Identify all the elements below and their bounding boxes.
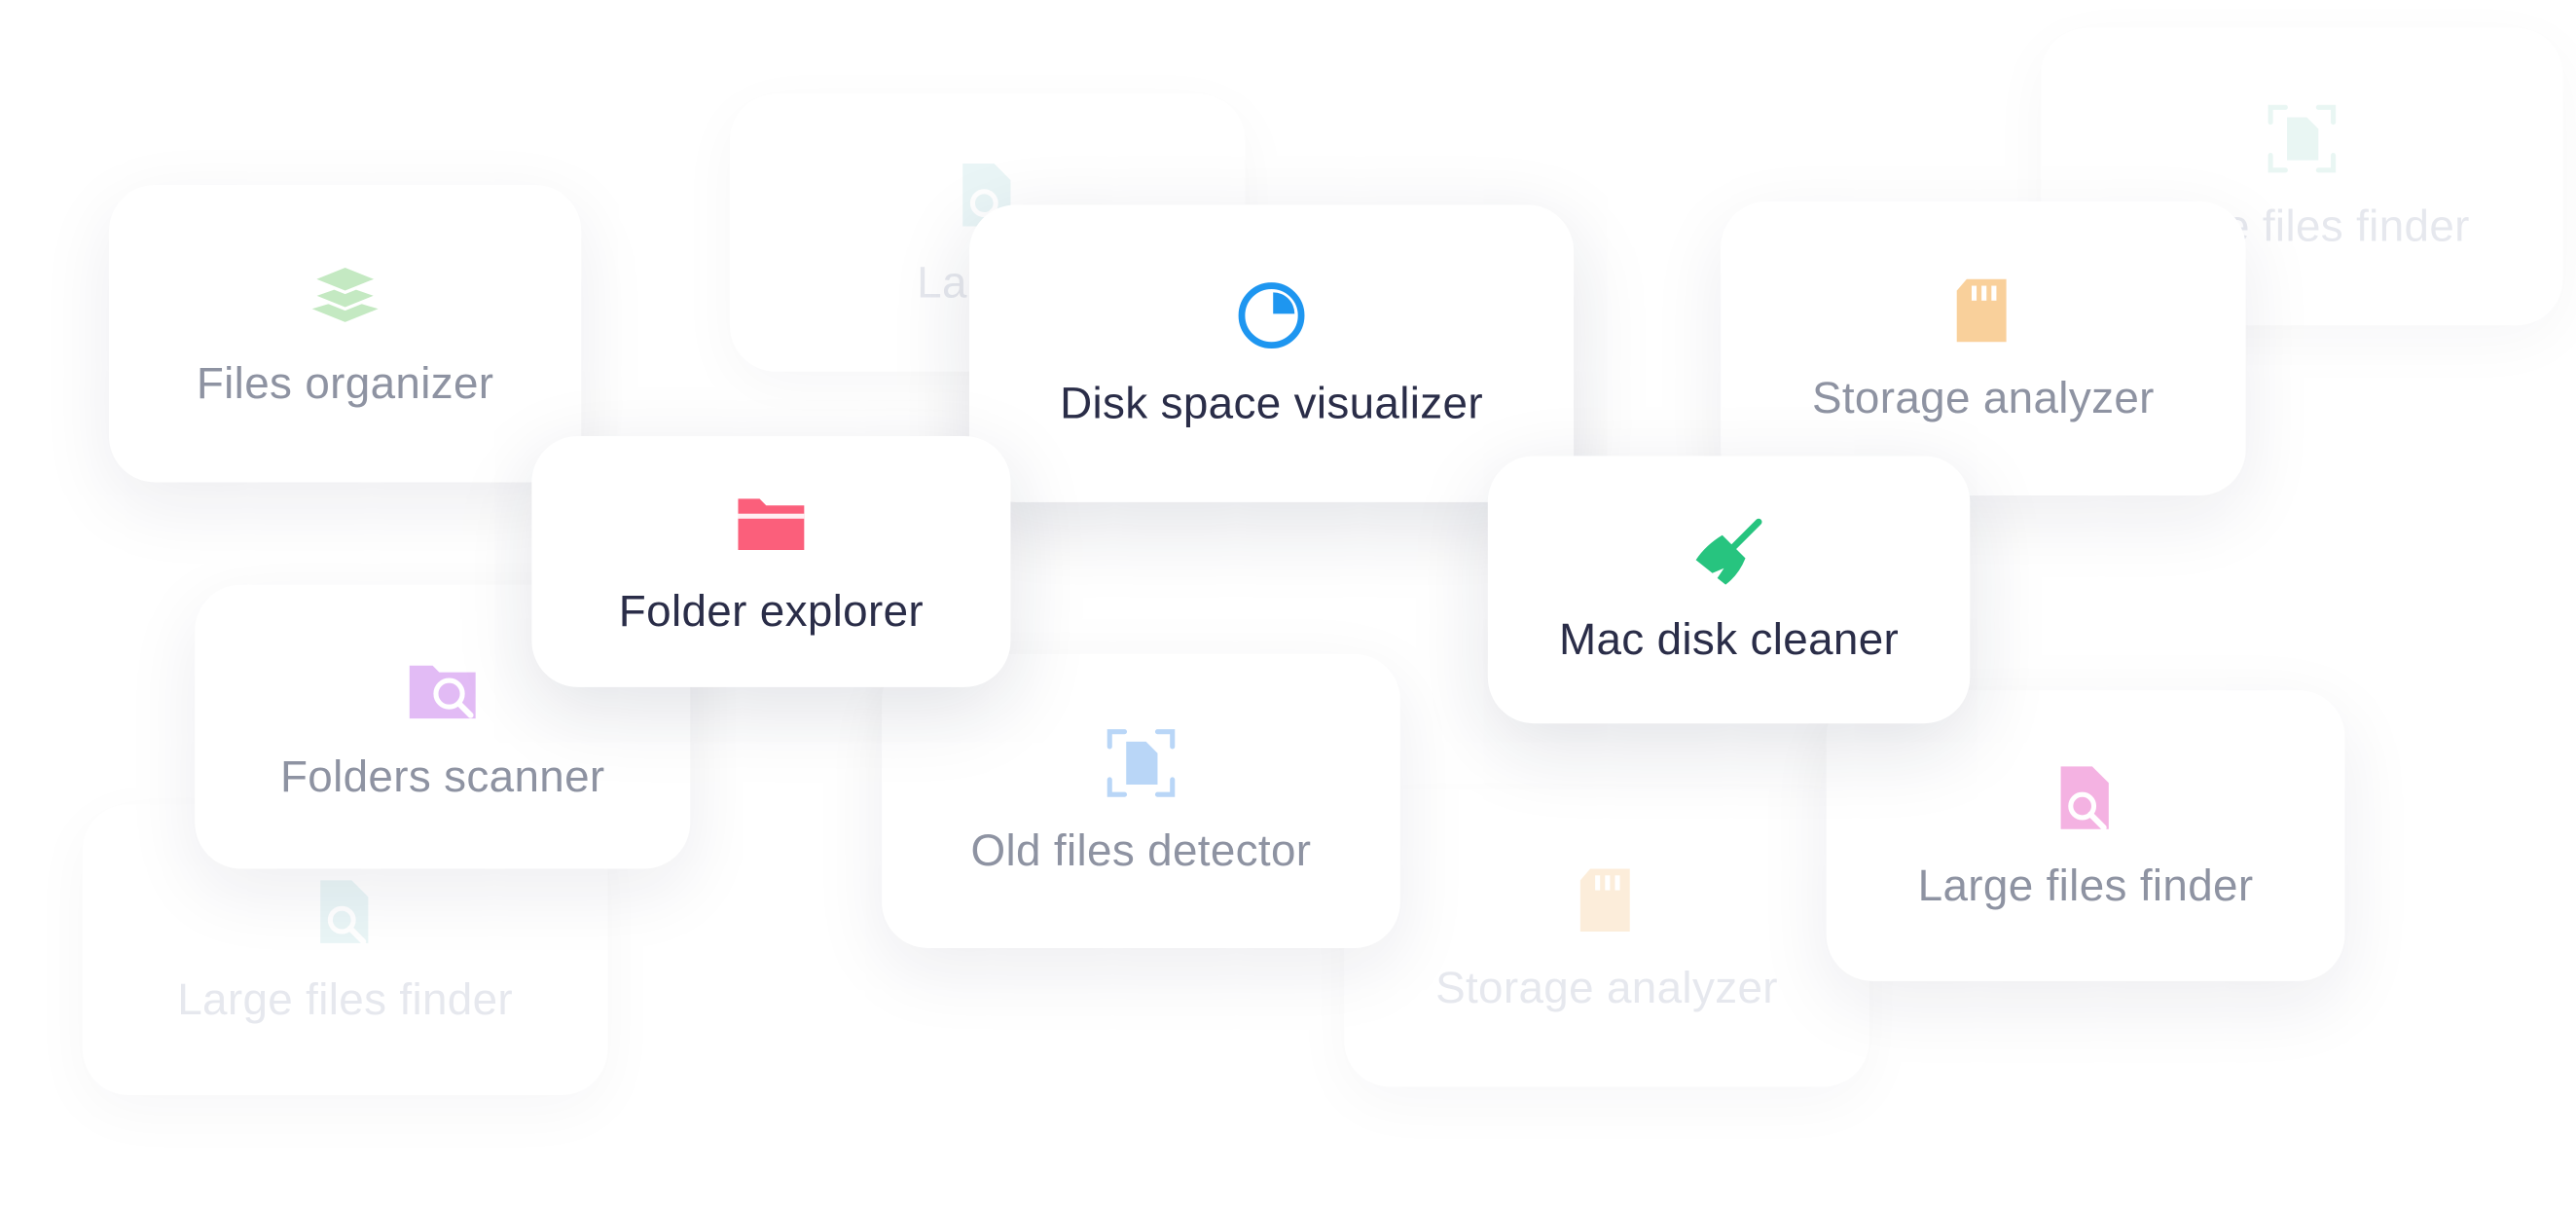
card-label: Disk space visualizer [1060, 377, 1483, 427]
card-storage-analyzer[interactable]: Storage analyzer [1721, 202, 2246, 496]
card-label: Files organizer [196, 357, 494, 408]
card-disk-space-visualizer[interactable]: Disk space visualizer [969, 204, 1575, 502]
card-label: Mac disk cleaner [1558, 613, 1900, 664]
folder-search-icon [406, 651, 479, 724]
card-old-files-detector[interactable]: Old files detector [882, 653, 1400, 948]
card-label: Large files finder [1917, 860, 2254, 910]
card-files-organizer[interactable]: Files organizer [108, 185, 582, 483]
card-storage-analyzer-bottom[interactable]: Storage analyzer [1344, 789, 1869, 1087]
card-label: Large files finder [177, 973, 514, 1024]
card-label: Folders scanner [279, 751, 605, 801]
file-scan-icon [2266, 101, 2339, 174]
sd-card-icon [1947, 274, 2020, 347]
folder-icon [735, 487, 808, 560]
sd-card-icon [1571, 863, 1644, 936]
card-mac-disk-cleaner[interactable]: Mac disk cleaner [1487, 456, 1971, 724]
card-large-files-finder-right[interactable]: Large files finder [1826, 690, 2345, 981]
document-search-icon [2050, 760, 2122, 833]
card-label: Folder explorer [618, 585, 924, 636]
file-scan-icon [1105, 726, 1178, 799]
document-search-icon [308, 874, 381, 947]
pie-chart-icon [1235, 278, 1308, 351]
layers-icon [308, 259, 381, 332]
card-label: Storage analyzer [1811, 372, 2155, 422]
card-label: Storage analyzer [1435, 962, 1778, 1012]
card-label: Old files detector [970, 824, 1312, 875]
card-folder-explorer[interactable]: Folder explorer [531, 435, 1011, 687]
broom-icon [1692, 515, 1765, 588]
